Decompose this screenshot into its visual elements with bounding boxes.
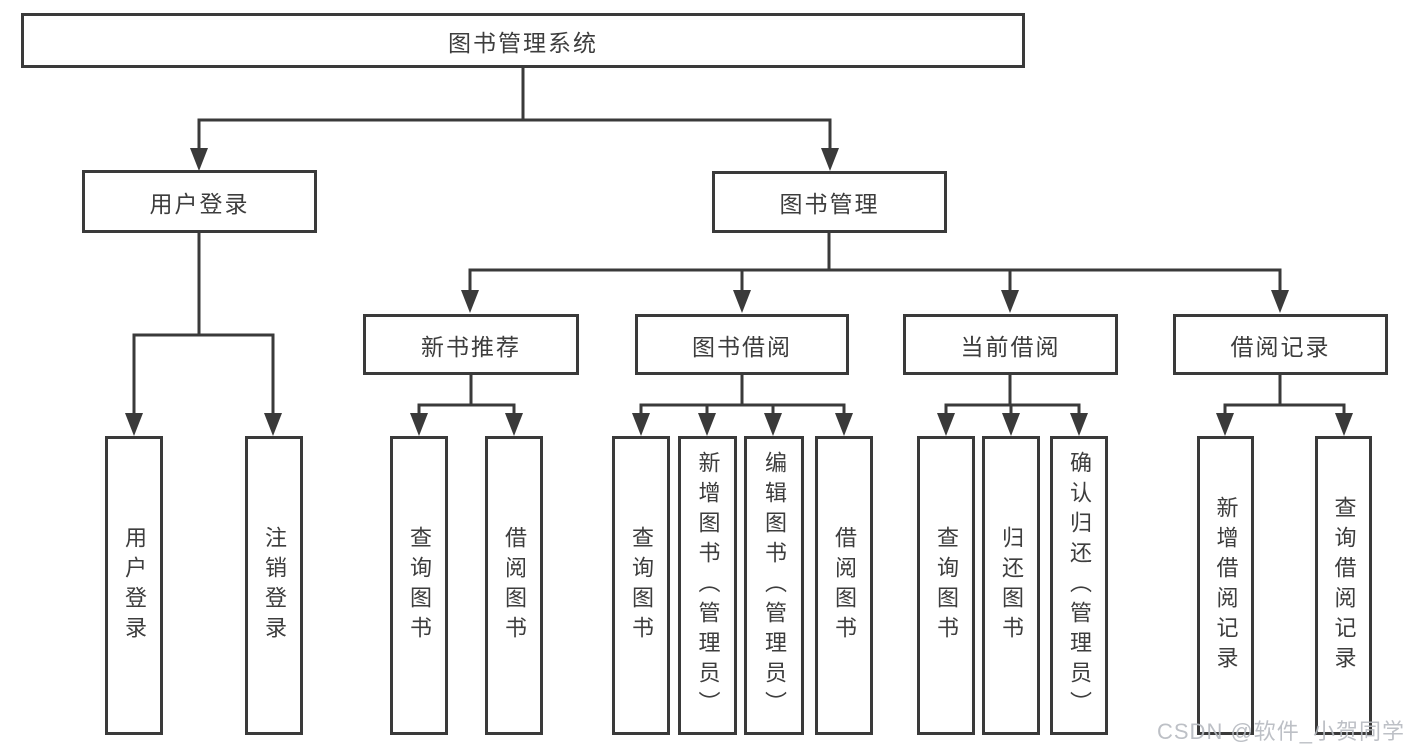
leaf-add-borrow-record-label: 新增借阅记录 bbox=[1213, 495, 1239, 676]
arrow-down-icon bbox=[937, 413, 955, 436]
leaf-rec-query-books: 查询图书 bbox=[390, 436, 448, 735]
leaf-edit-books-admin-label: 编辑图书（管理员） bbox=[762, 450, 787, 721]
arrow-down-icon bbox=[264, 413, 282, 436]
leaf-add-books-admin: 新增图书（管理员） bbox=[678, 436, 737, 735]
arrow-down-icon bbox=[505, 413, 523, 436]
leaf-add-borrow-record: 新增借阅记录 bbox=[1197, 436, 1254, 735]
leaf-return-books: 归还图书 bbox=[982, 436, 1040, 735]
leaf-user-login-label: 用户登录 bbox=[122, 525, 147, 646]
arrow-down-icon bbox=[125, 413, 143, 436]
arrow-down-icon bbox=[1002, 413, 1020, 436]
leaf-add-books-admin-label: 新增图书（管理员） bbox=[695, 450, 721, 721]
node-new-book-rec-label: 新书推荐 bbox=[421, 333, 521, 360]
arrow-down-icon bbox=[1335, 413, 1353, 436]
leaf-borrow-borrow-books-label: 借阅图书 bbox=[832, 525, 857, 646]
node-book-mgmt-label: 图书管理 bbox=[779, 191, 880, 217]
connector-book-borrow-to-leaves bbox=[632, 375, 853, 436]
node-book-borrow: 图书借阅 bbox=[635, 314, 849, 375]
connector-current-borrow-to-leaves bbox=[937, 375, 1088, 436]
leaf-confirm-return-admin: 确认归还（管理员） bbox=[1050, 436, 1108, 735]
connector-borrow-records-to-leaves bbox=[1216, 375, 1353, 436]
node-user-login-label: 用户登录 bbox=[149, 190, 250, 217]
node-new-book-rec: 新书推荐 bbox=[363, 314, 579, 375]
leaf-user-login: 用户登录 bbox=[105, 436, 163, 735]
arrow-down-icon bbox=[1070, 413, 1088, 436]
arrow-down-icon bbox=[410, 413, 428, 436]
arrow-down-icon bbox=[821, 148, 839, 171]
node-root-label: 图书管理系统 bbox=[448, 29, 598, 56]
leaf-query-borrow-record-label: 查询借阅记录 bbox=[1331, 495, 1357, 676]
node-user-login: 用户登录 bbox=[82, 170, 317, 233]
arrow-down-icon bbox=[835, 413, 853, 436]
arrow-down-icon bbox=[1216, 413, 1234, 436]
connector-new-book-rec-to-leaves bbox=[410, 375, 523, 436]
leaf-rec-query-books-label: 查询图书 bbox=[407, 525, 432, 646]
arrow-down-icon bbox=[733, 290, 751, 313]
arrow-down-icon bbox=[461, 290, 479, 313]
arrow-down-icon bbox=[1001, 290, 1019, 313]
leaf-rec-borrow-books: 借阅图书 bbox=[485, 436, 543, 735]
arrow-down-icon bbox=[632, 413, 650, 436]
arrow-down-icon bbox=[764, 413, 782, 436]
leaf-edit-books-admin: 编辑图书（管理员） bbox=[744, 436, 804, 735]
leaf-borrow-query-books: 查询图书 bbox=[612, 436, 670, 735]
leaf-logout: 注销登录 bbox=[245, 436, 303, 735]
node-book-mgmt: 图书管理 bbox=[712, 171, 947, 233]
connector-user-login-to-leaves bbox=[125, 233, 282, 436]
node-current-borrow-label: 当前借阅 bbox=[960, 333, 1061, 360]
leaf-confirm-return-admin-label: 确认归还（管理员） bbox=[1067, 450, 1092, 721]
node-book-borrow-label: 图书借阅 bbox=[692, 333, 792, 360]
arrow-down-icon bbox=[1271, 290, 1289, 313]
arrow-down-icon bbox=[190, 148, 208, 171]
leaf-borrow-query-books-label: 查询图书 bbox=[629, 525, 654, 646]
leaf-borrow-borrow-books: 借阅图书 bbox=[815, 436, 873, 735]
leaf-logout-label: 注销登录 bbox=[262, 525, 287, 646]
leaf-rec-borrow-books-label: 借阅图书 bbox=[502, 525, 527, 646]
node-root: 图书管理系统 bbox=[21, 13, 1025, 68]
csdn-watermark: CSDN @软件_小贺同学 bbox=[1157, 719, 1405, 744]
leaf-current-query-books: 查询图书 bbox=[917, 436, 975, 735]
connector-root-to-level2 bbox=[190, 68, 839, 171]
leaf-return-books-label: 归还图书 bbox=[999, 525, 1024, 646]
connector-book-mgmt-to-level3 bbox=[461, 233, 1289, 313]
leaf-query-borrow-record: 查询借阅记录 bbox=[1315, 436, 1372, 735]
node-current-borrow: 当前借阅 bbox=[903, 314, 1118, 375]
leaf-current-query-books-label: 查询图书 bbox=[934, 525, 959, 646]
arrow-down-icon bbox=[698, 413, 716, 436]
node-borrow-records: 借阅记录 bbox=[1173, 314, 1388, 375]
node-borrow-records-label: 借阅记录 bbox=[1230, 333, 1331, 360]
